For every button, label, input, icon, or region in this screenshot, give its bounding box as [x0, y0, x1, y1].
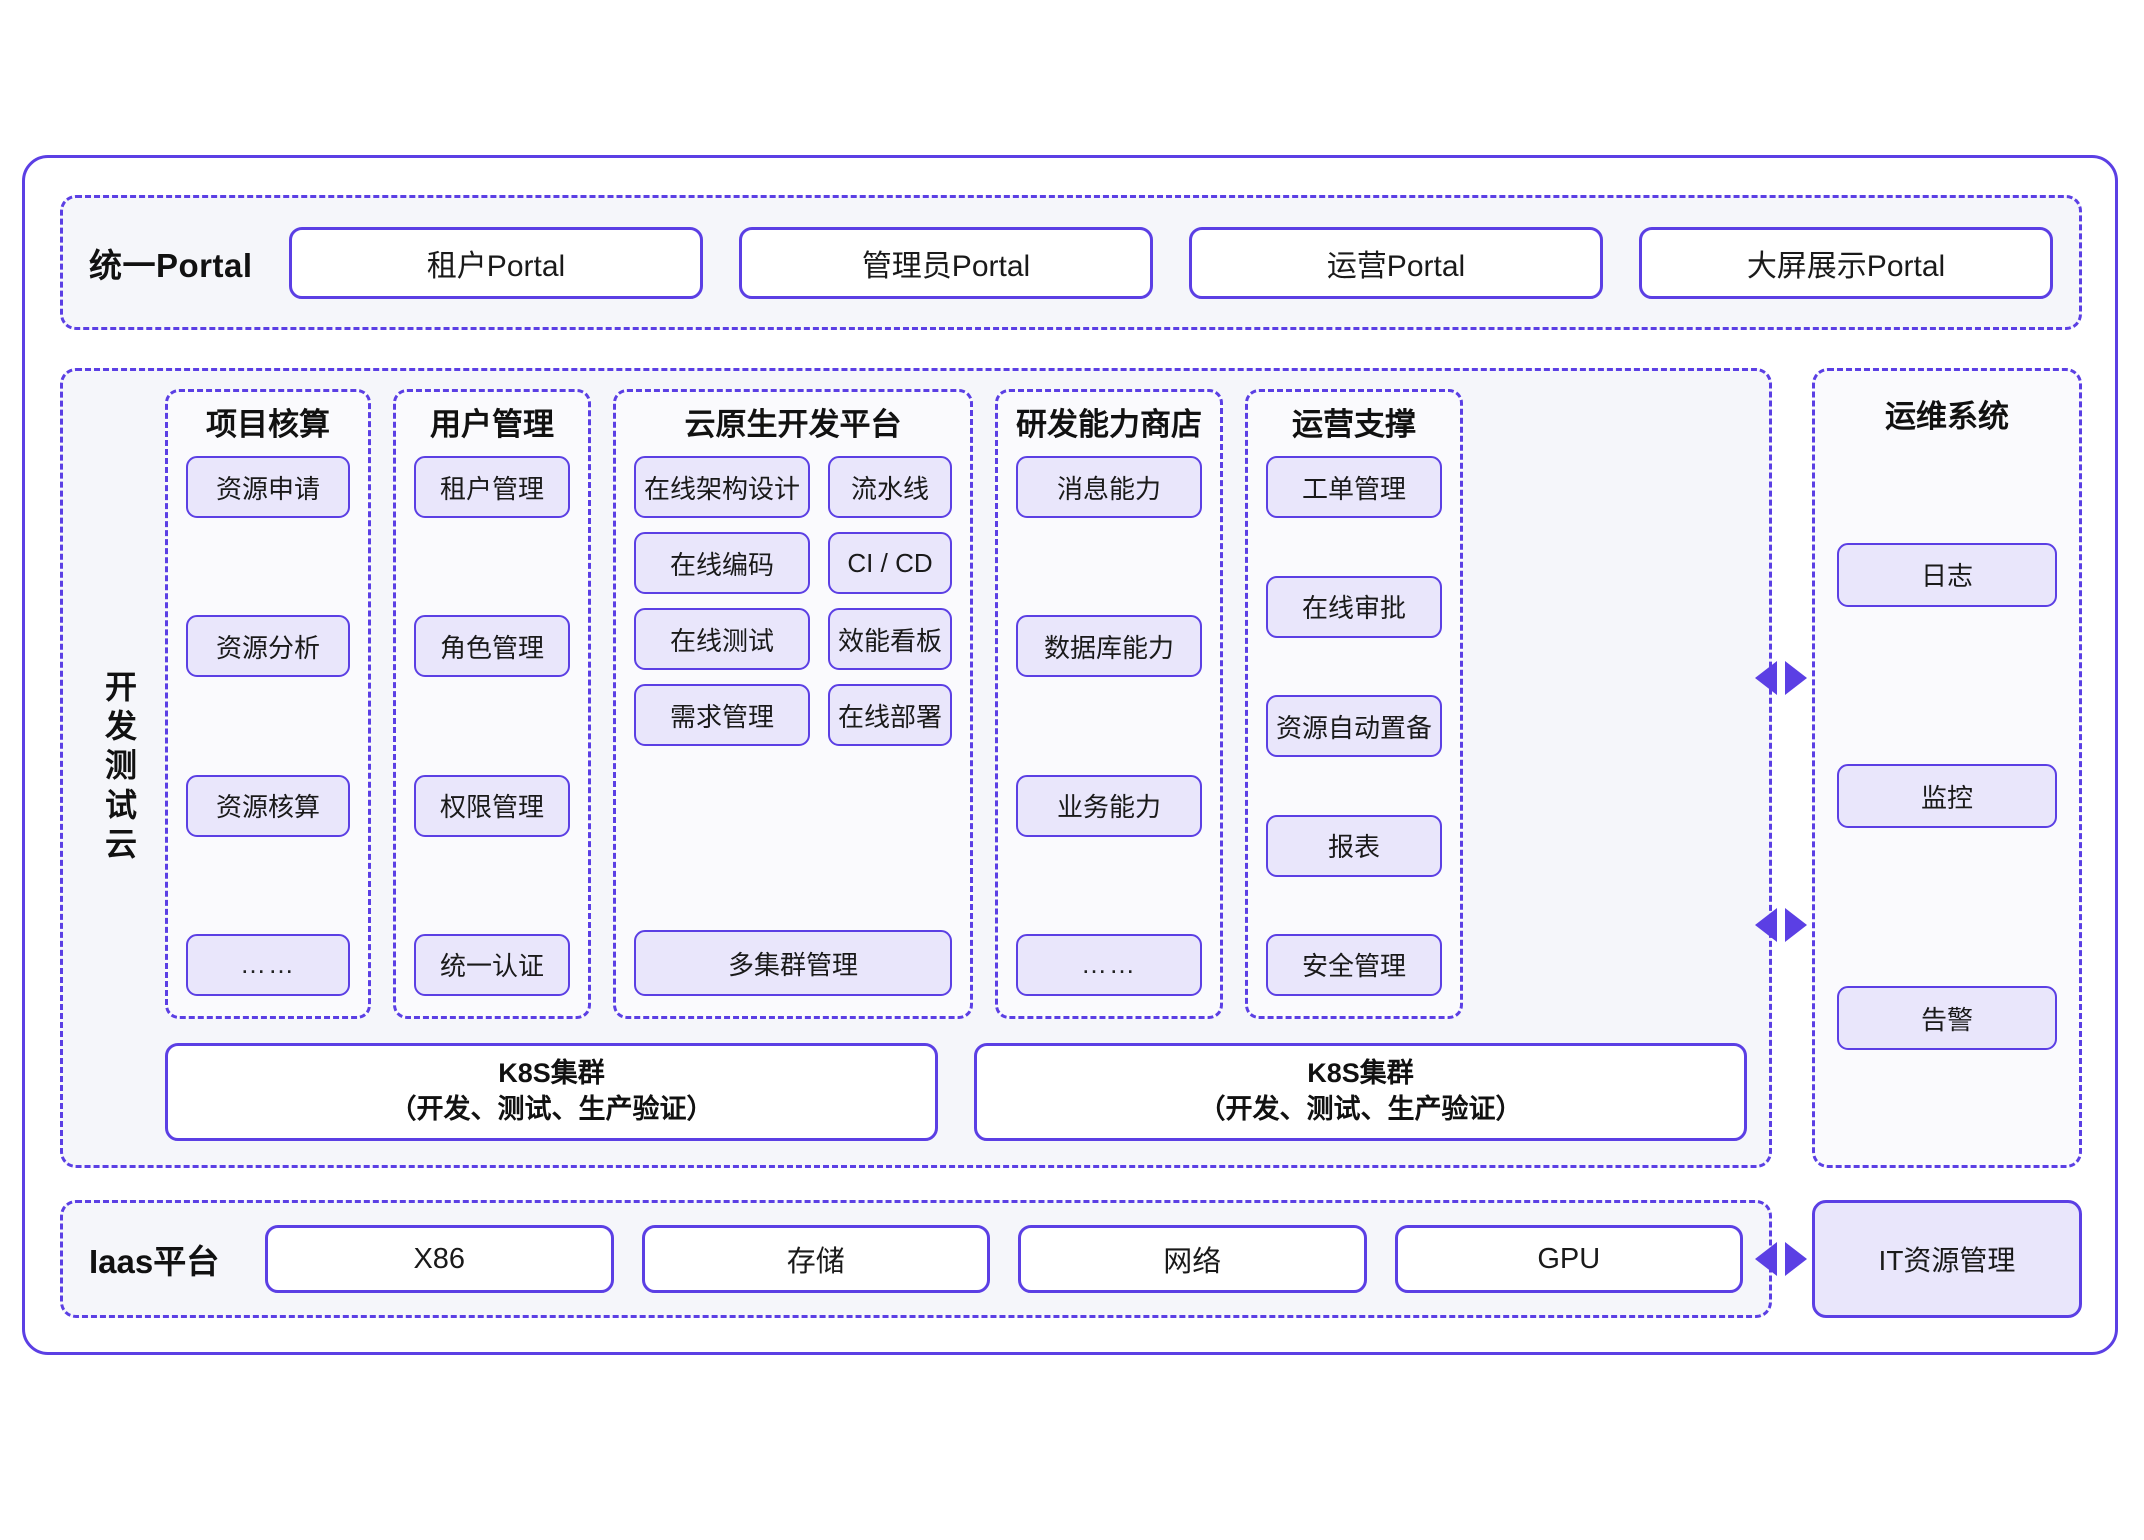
chip-requirement-management[interactable]: 需求管理	[634, 684, 811, 747]
chip-online-approval[interactable]: 在线审批	[1266, 575, 1443, 638]
arrow-right-triangle-icon	[1785, 908, 1807, 942]
k8s-cluster-1-subtitle: （开发、测试、生产验证）	[389, 1094, 714, 1124]
cloud-native-grid: 在线架构设计 流水线 在线编码 CI / CD 在线测试 效能看板 需求管理 在…	[634, 456, 953, 747]
ops-system-title: 运维系统	[1885, 399, 2009, 434]
chip-efficiency-dashboard[interactable]: 效能看板	[828, 608, 953, 671]
iaas-item-storage[interactable]: 存储	[641, 1225, 990, 1293]
dev-test-cloud-label-text: 开 发 测 试 云	[105, 668, 137, 863]
capability-columns: 项目核算 资源申请 资源分析 资源核算 …… 用户管理 租户管理 角色管理 权限…	[165, 389, 1747, 1019]
dev-test-cloud-label: 开 发 测 试 云	[85, 389, 157, 1143]
chip-more-project-accounting[interactable]: ……	[186, 933, 350, 996]
portal-item-tenant[interactable]: 租户Portal	[289, 226, 703, 299]
arrow-right-triangle-icon	[1785, 1242, 1807, 1276]
chip-resource-accounting[interactable]: 资源核算	[186, 774, 350, 837]
column-cloud-native-platform: 云原生开发平台 在线架构设计 流水线 在线编码 CI / CD 在线测试 效能看…	[613, 389, 974, 1019]
k8s-cluster-row: K8S集群 （开发、测试、生产验证） K8S集群 （开发、测试、生产验证）	[165, 1019, 1747, 1143]
iaas-item-network[interactable]: 网络	[1018, 1225, 1367, 1293]
k8s-cluster-box-1[interactable]: K8S集群 （开发、测试、生产验证）	[165, 1043, 938, 1141]
arrow-left-triangle-icon	[1755, 908, 1777, 942]
column-title-cloud-native-platform: 云原生开发平台	[684, 407, 902, 442]
chip-pipeline[interactable]: 流水线	[828, 456, 953, 519]
chip-more-capability-store[interactable]: ……	[1016, 933, 1203, 996]
label-char-5: 云	[104, 825, 137, 862]
arrow-left-triangle-icon	[1755, 661, 1777, 695]
chip-log[interactable]: 日志	[1837, 542, 2057, 607]
chip-online-deployment[interactable]: 在线部署	[828, 684, 953, 747]
label-char-2: 发	[104, 708, 137, 745]
ops-system-items: 日志 监控 告警	[1837, 446, 2057, 1139]
chip-online-architecture-design[interactable]: 在线架构设计	[634, 456, 811, 519]
column-items-capability-store: 消息能力 数据库能力 业务能力 ……	[1016, 456, 1203, 996]
portal-item-bigscreen[interactable]: 大屏展示Portal	[1639, 226, 2053, 299]
bidirectional-arrow-icon-iaas	[1752, 1242, 1810, 1276]
column-user-management: 用户管理 租户管理 角色管理 权限管理 统一认证	[393, 389, 591, 1019]
chip-security-management[interactable]: 安全管理	[1266, 933, 1443, 996]
iaas-platform-section: Iaas平台 X86 存储 网络 GPU	[60, 1200, 1772, 1318]
chip-ci-cd[interactable]: CI / CD	[828, 532, 953, 595]
k8s-cluster-2-subtitle: （开发、测试、生产验证）	[1198, 1094, 1523, 1124]
chip-multi-cluster-management[interactable]: 多集群管理	[634, 930, 953, 996]
column-project-accounting: 项目核算 资源申请 资源分析 资源核算 ……	[165, 389, 371, 1019]
column-items-user-management: 租户管理 角色管理 权限管理 统一认证	[414, 456, 570, 996]
iaas-platform-label: Iaas平台	[89, 1243, 220, 1280]
column-title-capability-store: 研发能力商店	[1016, 407, 1203, 442]
column-title-user-management: 用户管理	[430, 407, 554, 442]
k8s-cluster-box-2[interactable]: K8S集群 （开发、测试、生产验证）	[974, 1043, 1747, 1141]
chip-resource-analysis[interactable]: 资源分析	[186, 615, 350, 678]
chip-monitoring[interactable]: 监控	[1837, 764, 2057, 829]
arrow-right-triangle-icon	[1785, 661, 1807, 695]
chip-business-capability[interactable]: 业务能力	[1016, 774, 1203, 837]
it-resource-management-box[interactable]: IT资源管理	[1812, 1200, 2082, 1318]
column-title-operation-support: 运营支撑	[1292, 407, 1417, 442]
bidirectional-arrow-icon-lower	[1752, 908, 1810, 942]
unified-portal-label: 统一Portal	[89, 246, 253, 284]
label-char-4: 试	[104, 786, 137, 823]
column-items-operation-support: 工单管理 在线审批 资源自动置备 报表 安全管理	[1266, 456, 1443, 996]
chip-online-testing[interactable]: 在线测试	[634, 608, 811, 671]
iaas-item-gpu[interactable]: GPU	[1394, 1225, 1743, 1293]
dev-test-cloud-body: 项目核算 资源申请 资源分析 资源核算 …… 用户管理 租户管理 角色管理 权限…	[157, 389, 1747, 1143]
portal-item-operation[interactable]: 运营Portal	[1189, 226, 1603, 299]
column-operation-support: 运营支撑 工单管理 在线审批 资源自动置备 报表 安全管理	[1245, 389, 1464, 1019]
chip-permission-management[interactable]: 权限管理	[414, 774, 570, 837]
iaas-item-x86[interactable]: X86	[265, 1225, 614, 1293]
chip-role-management[interactable]: 角色管理	[414, 615, 570, 678]
chip-online-coding[interactable]: 在线编码	[634, 532, 811, 595]
chip-report[interactable]: 报表	[1266, 814, 1443, 877]
chip-alarm[interactable]: 告警	[1837, 986, 2057, 1051]
dev-test-cloud-section: 开 发 测 试 云 项目核算 资源申请 资源分析 资源核算 …… 用户管理	[60, 368, 1772, 1168]
chip-message-capability[interactable]: 消息能力	[1016, 456, 1203, 519]
k8s-cluster-2-title: K8S集群	[1307, 1058, 1414, 1089]
label-char-3: 测	[104, 747, 137, 784]
cloud-native-wide-row: 多集群管理	[634, 930, 953, 996]
chip-database-capability[interactable]: 数据库能力	[1016, 615, 1203, 678]
chip-auto-resource-provisioning[interactable]: 资源自动置备	[1266, 695, 1443, 758]
column-capability-store: 研发能力商店 消息能力 数据库能力 业务能力 ……	[995, 389, 1224, 1019]
arrow-left-triangle-icon	[1755, 1242, 1777, 1276]
chip-resource-application[interactable]: 资源申请	[186, 456, 350, 519]
chip-ticket-management[interactable]: 工单管理	[1266, 456, 1443, 519]
portal-item-admin[interactable]: 管理员Portal	[739, 226, 1153, 299]
column-title-project-accounting: 项目核算	[206, 407, 330, 442]
chip-unified-authentication[interactable]: 统一认证	[414, 933, 570, 996]
label-char-1: 开	[104, 669, 137, 706]
column-items-project-accounting: 资源申请 资源分析 资源核算 ……	[186, 456, 350, 996]
ops-system-section: 运维系统 日志 监控 告警	[1812, 368, 2082, 1168]
bidirectional-arrow-icon-upper	[1752, 661, 1810, 695]
unified-portal-section: 统一Portal 租户Portal 管理员Portal 运营Portal 大屏展…	[60, 195, 2082, 330]
k8s-cluster-1-title: K8S集群	[498, 1058, 605, 1089]
chip-tenant-management[interactable]: 租户管理	[414, 456, 570, 519]
column-items-cloud-native-platform: 在线架构设计 流水线 在线编码 CI / CD 在线测试 效能看板 需求管理 在…	[634, 456, 953, 996]
